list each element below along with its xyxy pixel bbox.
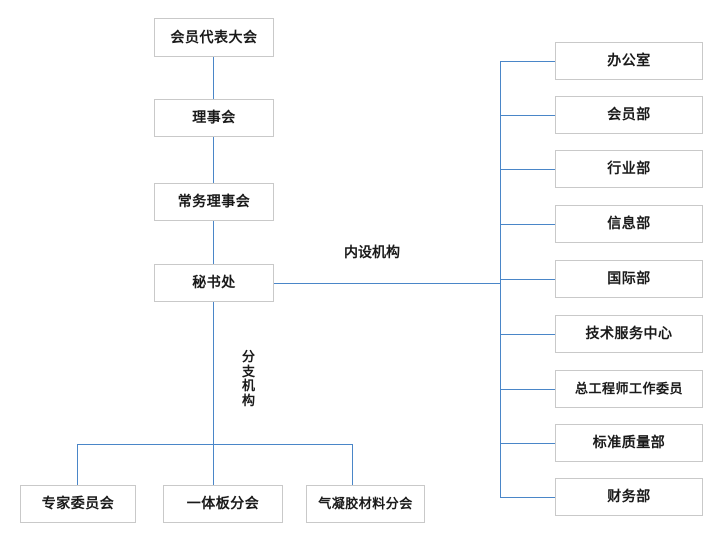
node-integrated-board-branch-label: 一体板分会 bbox=[186, 496, 260, 512]
node-council-label: 理事会 bbox=[192, 110, 236, 126]
connector-trunk-to-membership bbox=[500, 115, 555, 116]
connector-standing-council-to-secretariat bbox=[213, 221, 214, 264]
node-international[interactable]: 国际部 bbox=[555, 260, 703, 298]
node-standing-council-label: 常务理事会 bbox=[177, 194, 251, 210]
connector-trunk-to-finance bbox=[500, 497, 555, 498]
label-branch-organizations-text: 分支机构 bbox=[241, 350, 255, 409]
connector-congress-to-council bbox=[213, 57, 214, 99]
node-chief-engineer-committee[interactable]: 总工程师工作委员 bbox=[555, 370, 703, 408]
connector-trunk-to-standard-quality bbox=[500, 443, 555, 444]
node-tech-service-center-label: 技术服务中心 bbox=[585, 326, 673, 342]
node-congress-label: 会员代表大会 bbox=[170, 29, 258, 46]
node-secretariat[interactable]: 秘书处 bbox=[154, 264, 274, 302]
connector-trunk-to-information bbox=[500, 224, 555, 225]
connector-trunk-to-international bbox=[500, 279, 555, 280]
node-industry-label: 行业部 bbox=[607, 161, 651, 177]
node-membership[interactable]: 会员部 bbox=[555, 96, 703, 134]
connector-branch-drop-aerogel bbox=[352, 444, 353, 485]
node-standing-council[interactable]: 常务理事会 bbox=[154, 183, 274, 221]
node-membership-label: 会员部 bbox=[607, 107, 651, 123]
node-industry[interactable]: 行业部 bbox=[555, 150, 703, 188]
node-standard-quality-label: 标准质量部 bbox=[592, 435, 666, 451]
node-aerogel-material-branch[interactable]: 气凝胶材料分会 bbox=[306, 485, 425, 523]
connector-secretariat-to-trunk bbox=[274, 283, 501, 284]
node-chief-engineer-committee-label: 总工程师工作委员 bbox=[574, 381, 683, 397]
node-integrated-board-branch[interactable]: 一体板分会 bbox=[163, 485, 283, 523]
connector-trunk-to-chief-engineer-committee bbox=[500, 389, 555, 390]
node-office-label: 办公室 bbox=[607, 53, 651, 69]
connector-council-to-standing-council bbox=[213, 137, 214, 183]
node-council[interactable]: 理事会 bbox=[154, 99, 274, 137]
node-information[interactable]: 信息部 bbox=[555, 205, 703, 243]
connector-trunk-to-office bbox=[500, 61, 555, 62]
node-international-label: 国际部 bbox=[607, 271, 651, 287]
label-internal-departments-text: 内设机构 bbox=[344, 245, 400, 261]
connector-branch-drop-expert-committee bbox=[77, 444, 78, 485]
connector-branch-drop-integrated-board bbox=[213, 444, 214, 485]
label-branch-organizations: 分支机构 bbox=[241, 350, 256, 409]
node-aerogel-material-branch-label: 气凝胶材料分会 bbox=[318, 496, 413, 512]
node-information-label: 信息部 bbox=[607, 216, 651, 232]
connector-trunk-to-tech-service-center bbox=[500, 334, 555, 335]
connector-secretariat-to-branches bbox=[213, 302, 214, 445]
label-internal-departments: 内设机构 bbox=[344, 246, 400, 260]
node-expert-committee-label: 专家委员会 bbox=[41, 496, 115, 512]
node-expert-committee[interactable]: 专家委员会 bbox=[20, 485, 136, 523]
node-finance[interactable]: 财务部 bbox=[555, 478, 703, 516]
node-congress[interactable]: 会员代表大会 bbox=[154, 18, 274, 57]
node-finance-label: 财务部 bbox=[607, 489, 651, 505]
node-secretariat-label: 秘书处 bbox=[192, 275, 236, 291]
node-tech-service-center[interactable]: 技术服务中心 bbox=[555, 315, 703, 353]
node-office[interactable]: 办公室 bbox=[555, 42, 703, 80]
connector-branch-horizontal-bar bbox=[77, 444, 353, 445]
connector-trunk-to-industry bbox=[500, 169, 555, 170]
node-standard-quality[interactable]: 标准质量部 bbox=[555, 424, 703, 462]
